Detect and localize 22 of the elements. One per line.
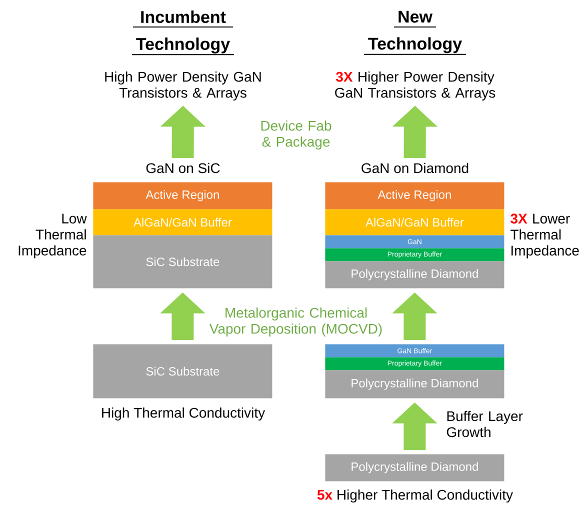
side-note: Low Thermal Impedance xyxy=(18,214,87,258)
layer-box: AlGaN/GaN Buffer xyxy=(325,209,504,236)
stack-heading: GaN on SiC xyxy=(146,162,220,174)
layer-box: Polycrystalline Diamond xyxy=(325,370,504,398)
layer-box: SiC Substrate xyxy=(93,235,272,288)
layer-box: Polycrystalline Diamond xyxy=(325,454,504,482)
step-label: Device Fab & Package xyxy=(261,120,332,150)
caption-text: 3X Higher Power Density GaN Transistors & Arrays xyxy=(335,71,496,101)
side-note: 3X Lower Thermal Impedance xyxy=(510,214,579,258)
caption-text: High Power Density GaN Transistors & Arrays xyxy=(105,71,261,101)
column-title: New Technology xyxy=(364,10,466,55)
step-label: Metalorganic Chemical Vapor Deposition (MOCVD) xyxy=(209,307,382,337)
layer-box: Active Region xyxy=(325,182,504,210)
layer-box: Active Region xyxy=(93,182,272,210)
layer-box: AlGaN/GaN Buffer xyxy=(93,209,272,236)
column-title: Incumbent Technology xyxy=(132,10,234,56)
edge-label: Buffer Layer Growth xyxy=(446,410,523,438)
side-note: 5x Higher Thermal Conductivity xyxy=(317,489,513,503)
layer-box: SiC Substrate xyxy=(93,344,272,398)
side-note: High Thermal Conductivity xyxy=(102,407,266,421)
stack-heading: GaN on Diamond xyxy=(362,162,468,174)
layer-box: Polycrystalline Diamond xyxy=(325,261,504,288)
